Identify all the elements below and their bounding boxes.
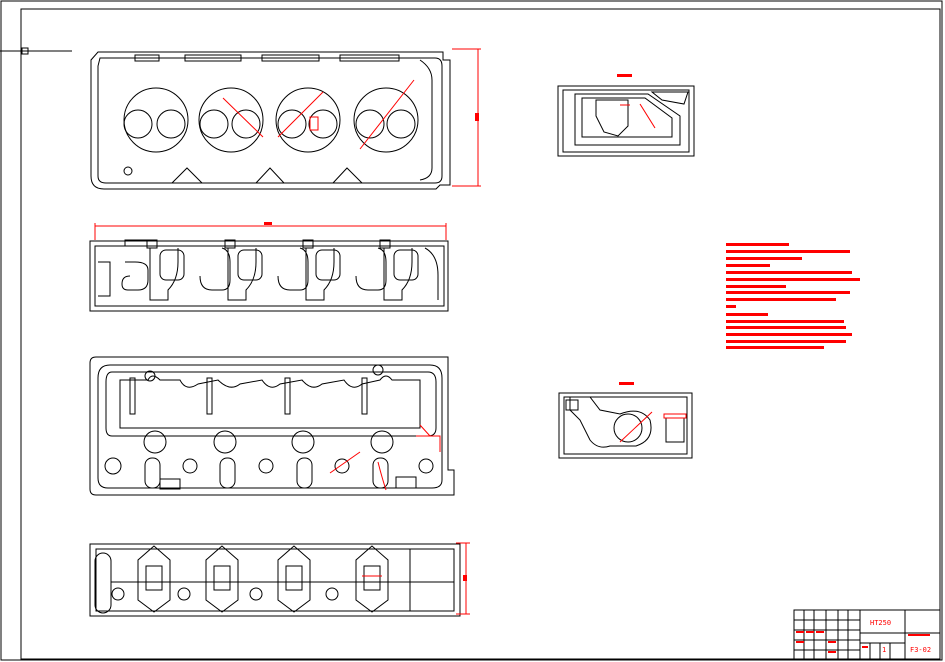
dimension-leader bbox=[329, 451, 361, 474]
drawing-number: F3-02 bbox=[910, 646, 931, 654]
combustion-chamber-4 bbox=[353, 87, 419, 153]
section-view-b bbox=[558, 382, 693, 459]
combustion-chamber-1 bbox=[123, 87, 189, 153]
view-bottom-water-jacket bbox=[89, 356, 455, 496]
combustion-chamber-2 bbox=[198, 87, 264, 153]
dimension-leader bbox=[639, 103, 656, 129]
section-label bbox=[619, 382, 634, 385]
dimension-arc bbox=[377, 461, 387, 491]
technical-notes bbox=[726, 243, 860, 349]
combustion-chamber-3 bbox=[275, 87, 341, 153]
material-label: HT250 bbox=[870, 619, 891, 627]
dimension-box bbox=[309, 116, 319, 131]
view-side-ports bbox=[89, 222, 449, 312]
view-top-combustion-face bbox=[90, 48, 481, 190]
inner-frame bbox=[20, 8, 941, 660]
dimension-leader bbox=[416, 435, 441, 452]
section-label bbox=[617, 74, 632, 77]
title-block: HT250 F3-02 1 bbox=[793, 609, 941, 660]
section-view-a bbox=[557, 74, 695, 157]
dimension-leader bbox=[222, 97, 264, 138]
dimension-leader bbox=[277, 91, 324, 138]
dimension-leader bbox=[619, 411, 653, 443]
view-side-exhaust bbox=[89, 542, 470, 617]
binding-margin-mark bbox=[0, 47, 72, 55]
dimension-leader bbox=[359, 79, 415, 150]
scale-label: 1 bbox=[882, 646, 886, 654]
